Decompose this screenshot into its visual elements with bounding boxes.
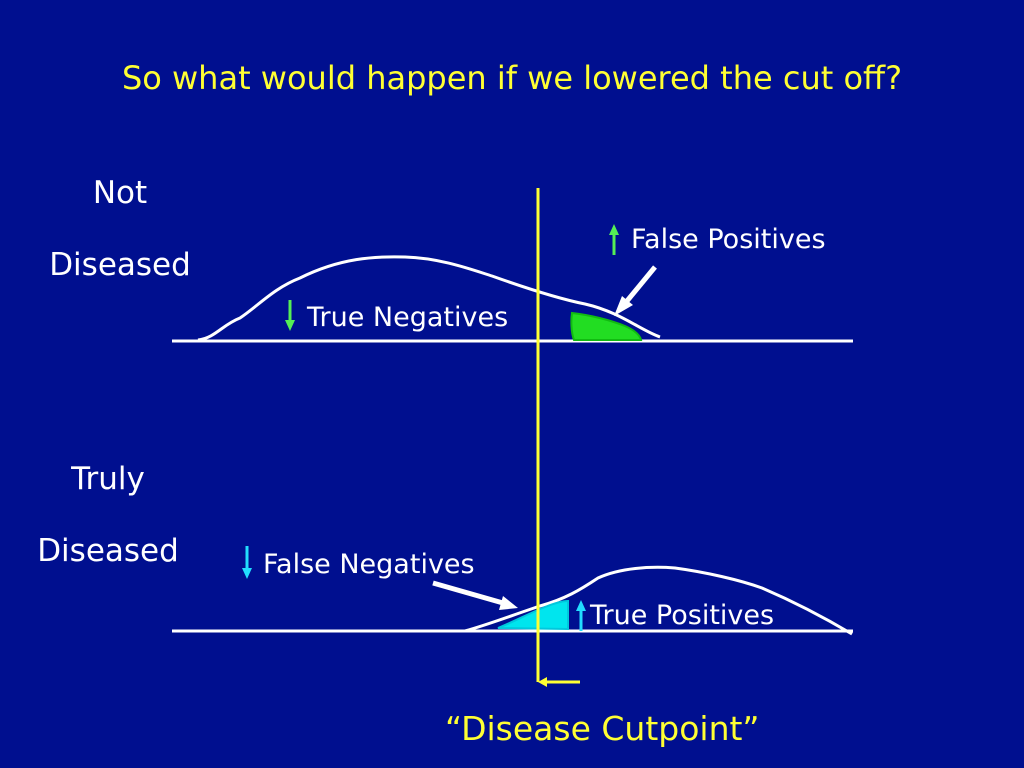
callout-false-positives: False Positives <box>631 224 826 255</box>
pointer-arrow-icon <box>614 265 657 316</box>
cutpoint-shift-arrow-icon <box>538 677 580 687</box>
arrow-down-icon <box>242 546 252 579</box>
arrow-up-icon <box>576 600 586 631</box>
arrow-up-icon <box>609 224 619 255</box>
false-positives-region <box>570 311 643 341</box>
pointer-arrow-icon <box>432 580 518 610</box>
curve-not-diseased <box>197 255 661 342</box>
group-label-line: Diseased <box>37 533 179 569</box>
callout-false-negatives: False Negatives <box>263 549 475 580</box>
cutpoint-label: “Disease Cutpoint” <box>445 709 760 748</box>
group-label-line: Truly <box>71 461 145 497</box>
group-label-line: Not <box>92 175 148 211</box>
slide-title: So what would happen if we lowered the c… <box>121 59 903 97</box>
group-label-truly-diseased: Truly Diseased <box>8 443 208 587</box>
false-negatives-region <box>497 599 569 631</box>
arrow-down-icon <box>285 300 295 331</box>
group-label-line: Diseased <box>49 247 191 283</box>
callout-true-positives: True Positives <box>590 600 775 631</box>
group-label-not-diseased: Not Diseased <box>20 157 220 301</box>
callout-true-negatives: True Negatives <box>307 302 509 333</box>
